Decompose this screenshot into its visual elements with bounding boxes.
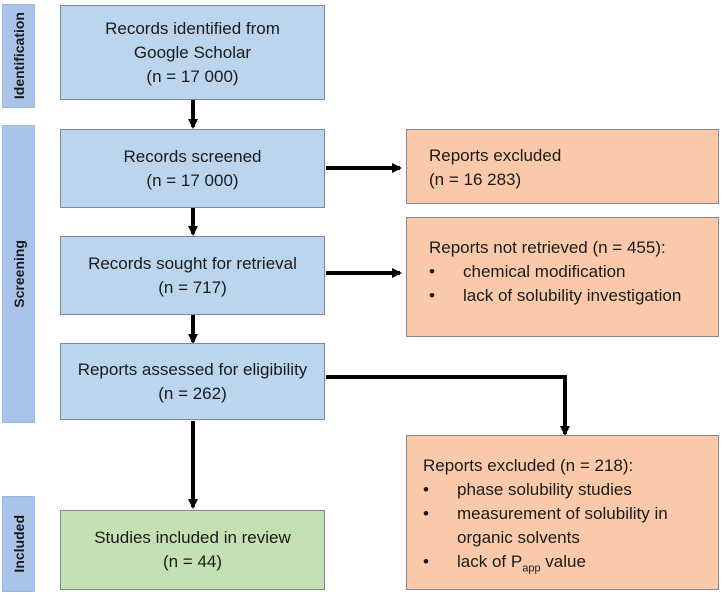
box-records-identified-line1: Records identified from bbox=[105, 18, 280, 38]
box-records-identified-line2: Google Scholar bbox=[133, 42, 252, 62]
box-studies-included-count: (n = 44) bbox=[162, 552, 223, 571]
box-reports-not-retrieved-title: Reports not retrieved (n = 455): bbox=[429, 238, 666, 257]
box-reports-assessed-line1: Reports assessed for eligibility bbox=[77, 359, 308, 379]
box-records-screened-line1: Records screened bbox=[123, 146, 262, 166]
box-records-identified-count: (n = 17 000) bbox=[146, 66, 239, 86]
bullet: • bbox=[429, 286, 435, 305]
list-item-text-line1: measurement of solubility in bbox=[457, 504, 668, 523]
bullet: • bbox=[423, 552, 429, 571]
list-item-text: lack of solubility investigation bbox=[463, 286, 682, 305]
box-studies-included: Studies included in review (n = 44) bbox=[60, 510, 325, 590]
box-reports-excluded-title: Reports excluded bbox=[429, 146, 562, 165]
box-reports-assessed: Reports assessed for eligibility (n = 26… bbox=[60, 343, 325, 420]
arrow-assessed-to-excluded bbox=[326, 375, 570, 436]
box-records-screened-count: (n = 17 000) bbox=[146, 170, 239, 190]
box-reports-assessed-count: (n = 262) bbox=[158, 383, 227, 403]
list-item-text: chemical modification bbox=[463, 262, 626, 281]
papp-suffix: value bbox=[540, 552, 586, 571]
box-records-screened: Records screened (n = 17 000) bbox=[60, 129, 325, 208]
section-included: Included bbox=[2, 496, 35, 592]
box-studies-included-line1: Studies included in review bbox=[94, 528, 291, 547]
list-item: • chemical modification bbox=[429, 260, 718, 284]
box-reports-excluded-eligibility: Reports excluded (n = 218): • phase solu… bbox=[406, 435, 719, 590]
list-item-text-line2: organic solvents bbox=[457, 528, 580, 547]
box-reports-excluded-eligibility-title: Reports excluded (n = 218): bbox=[423, 456, 634, 475]
box-records-sought: Records sought for retrieval (n = 717) bbox=[60, 236, 325, 315]
box-records-sought-count: (n = 717) bbox=[158, 277, 227, 297]
papp-subscript: app bbox=[522, 562, 541, 575]
bullet: • bbox=[423, 504, 429, 523]
list-item: • lack of solubility investigation bbox=[429, 284, 718, 308]
list-item-text: measurement of solubility in organic sol… bbox=[457, 502, 668, 550]
box-reports-excluded: Reports excluded (n = 16 283) bbox=[406, 129, 719, 204]
section-screening: Screening bbox=[2, 125, 35, 423]
list-item-text: lack of Papp value bbox=[457, 550, 586, 580]
list-item-text: phase solubility studies bbox=[457, 480, 632, 499]
section-identification: Identification bbox=[2, 4, 35, 108]
list-item: • measurement of solubility in organic s… bbox=[423, 502, 718, 550]
bullet: • bbox=[423, 480, 429, 499]
box-reports-not-retrieved: Reports not retrieved (n = 455): • chemi… bbox=[406, 217, 719, 337]
list-item: • phase solubility studies bbox=[423, 478, 718, 502]
box-reports-excluded-count: (n = 16 283) bbox=[429, 170, 522, 189]
list-item: • lack of Papp value bbox=[423, 550, 718, 580]
box-records-identified: Records identified from Google Scholar (… bbox=[60, 5, 325, 100]
box-records-sought-line1: Records sought for retrieval bbox=[88, 253, 297, 273]
papp-prefix: lack of P bbox=[457, 552, 523, 571]
bullet: • bbox=[429, 262, 435, 281]
